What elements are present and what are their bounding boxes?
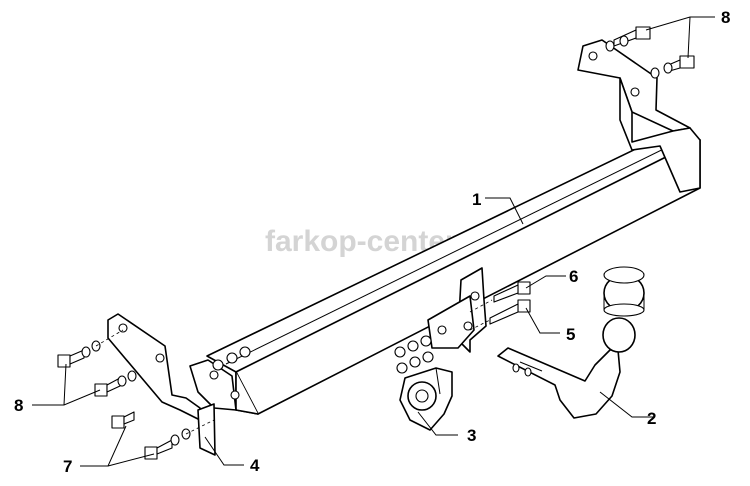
tow-ball-assembly (497, 266, 645, 419)
socket-plate (399, 367, 453, 431)
callout-7: 7 (63, 457, 72, 476)
callout-8-top: 8 (721, 8, 730, 27)
leader-lines (32, 16, 715, 467)
callout-5: 5 (566, 325, 575, 344)
ball-mount-plates (427, 267, 487, 353)
left-mounting-bracket (107, 313, 240, 456)
right-mounting-bracket (577, 39, 701, 193)
callout-6: 6 (569, 267, 578, 286)
callout-8-left: 8 (14, 396, 23, 415)
callout-4: 4 (250, 456, 260, 475)
callout-3: 3 (467, 426, 476, 445)
callout-2: 2 (647, 409, 656, 428)
callout-1: 1 (472, 190, 481, 209)
